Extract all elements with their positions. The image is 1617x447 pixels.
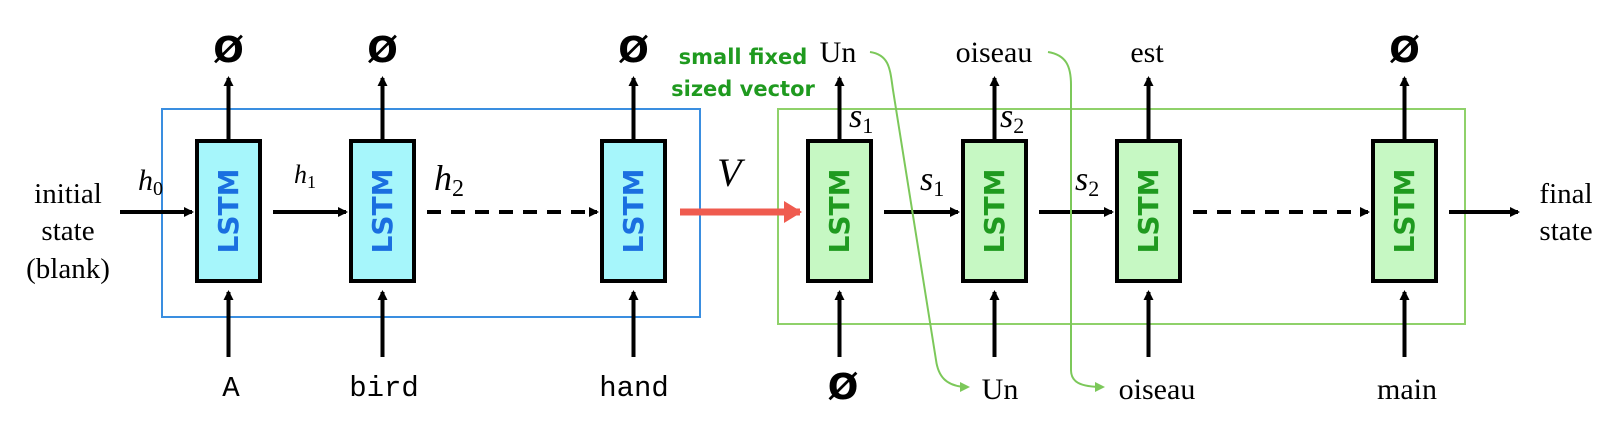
- decoder-state-s1-output: s1: [849, 98, 873, 138]
- final-state-line: final: [1539, 178, 1592, 210]
- lstm-label: LSTM: [978, 169, 1011, 254]
- decoder-input: oiseau: [1119, 373, 1196, 406]
- encoder-cell-3: LSTM: [600, 139, 667, 283]
- decoder-output: Ø: [1389, 30, 1420, 71]
- encoder-inputs: A bird hand: [222, 372, 669, 405]
- initial-state-line: (blank): [26, 253, 110, 285]
- hidden-state-h0: h0: [138, 164, 163, 200]
- lstm-label: LSTM: [1132, 169, 1165, 254]
- decoder-input: main: [1377, 373, 1437, 406]
- decoder-cell-1: LSTM: [806, 139, 873, 283]
- decoder-state-s1-recurrent: s1: [920, 161, 944, 201]
- decoder-vertical-arrows: [834, 76, 1410, 357]
- hidden-state-h1: h1: [294, 160, 316, 192]
- hidden-state-h2: h2: [434, 158, 464, 202]
- encoder-cell-1: LSTM: [195, 139, 262, 283]
- lstm-label: LSTM: [617, 169, 650, 254]
- decoder-inputs: Un oiseau main: [982, 373, 1437, 406]
- encoder-input: A: [222, 372, 240, 405]
- decoder-input: Ø: [828, 367, 859, 408]
- decoder-input: Un: [982, 373, 1019, 406]
- encoder-vertical-arrows: [223, 76, 639, 357]
- decoder-output: est: [1130, 36, 1164, 69]
- callout-curve-un: [869, 51, 970, 392]
- decoder-cell-4: LSTM: [1371, 139, 1438, 283]
- encoder-output: Ø: [367, 30, 398, 71]
- decoder-frame: [777, 108, 1466, 325]
- decoder-output: Un: [820, 36, 857, 69]
- encoder-output: Ø: [213, 30, 244, 71]
- decoder-cell-2: LSTM: [961, 139, 1028, 283]
- lstm-label: LSTM: [212, 169, 245, 254]
- encoder-cell-2: LSTM: [349, 139, 416, 283]
- callout-curve-oiseau: [1047, 51, 1105, 392]
- encoder-input: hand: [599, 372, 669, 405]
- final-state-line: state: [1539, 215, 1592, 247]
- initial-state-label: initial state (blank): [26, 178, 110, 285]
- decoder-state-s2-output: s2: [1000, 98, 1024, 138]
- lstm-label: LSTM: [823, 169, 856, 254]
- lstm-label: LSTM: [1388, 169, 1421, 254]
- decoder-state-s2-recurrent: s2: [1075, 161, 1099, 201]
- context-vector-label: V: [717, 150, 746, 195]
- decoder-output: oiseau: [956, 36, 1033, 69]
- encoder-outputs: Ø Ø Ø: [213, 30, 649, 71]
- decoder-outputs: Un oiseau est Ø: [820, 30, 1420, 71]
- encoder-output: Ø: [618, 30, 649, 71]
- annotation-line: sized vector: [671, 77, 815, 101]
- lstm-label: LSTM: [366, 169, 399, 254]
- encoder-input: bird: [349, 372, 419, 405]
- final-state-label: final state: [1539, 178, 1592, 247]
- initial-state-line: state: [41, 215, 94, 247]
- initial-state-line: initial: [34, 178, 102, 210]
- annotation-line: small fixed: [679, 45, 808, 69]
- annotation-small-fixed-vector: small fixed sized vector: [671, 45, 815, 101]
- decoder-cell-3: LSTM: [1115, 139, 1182, 283]
